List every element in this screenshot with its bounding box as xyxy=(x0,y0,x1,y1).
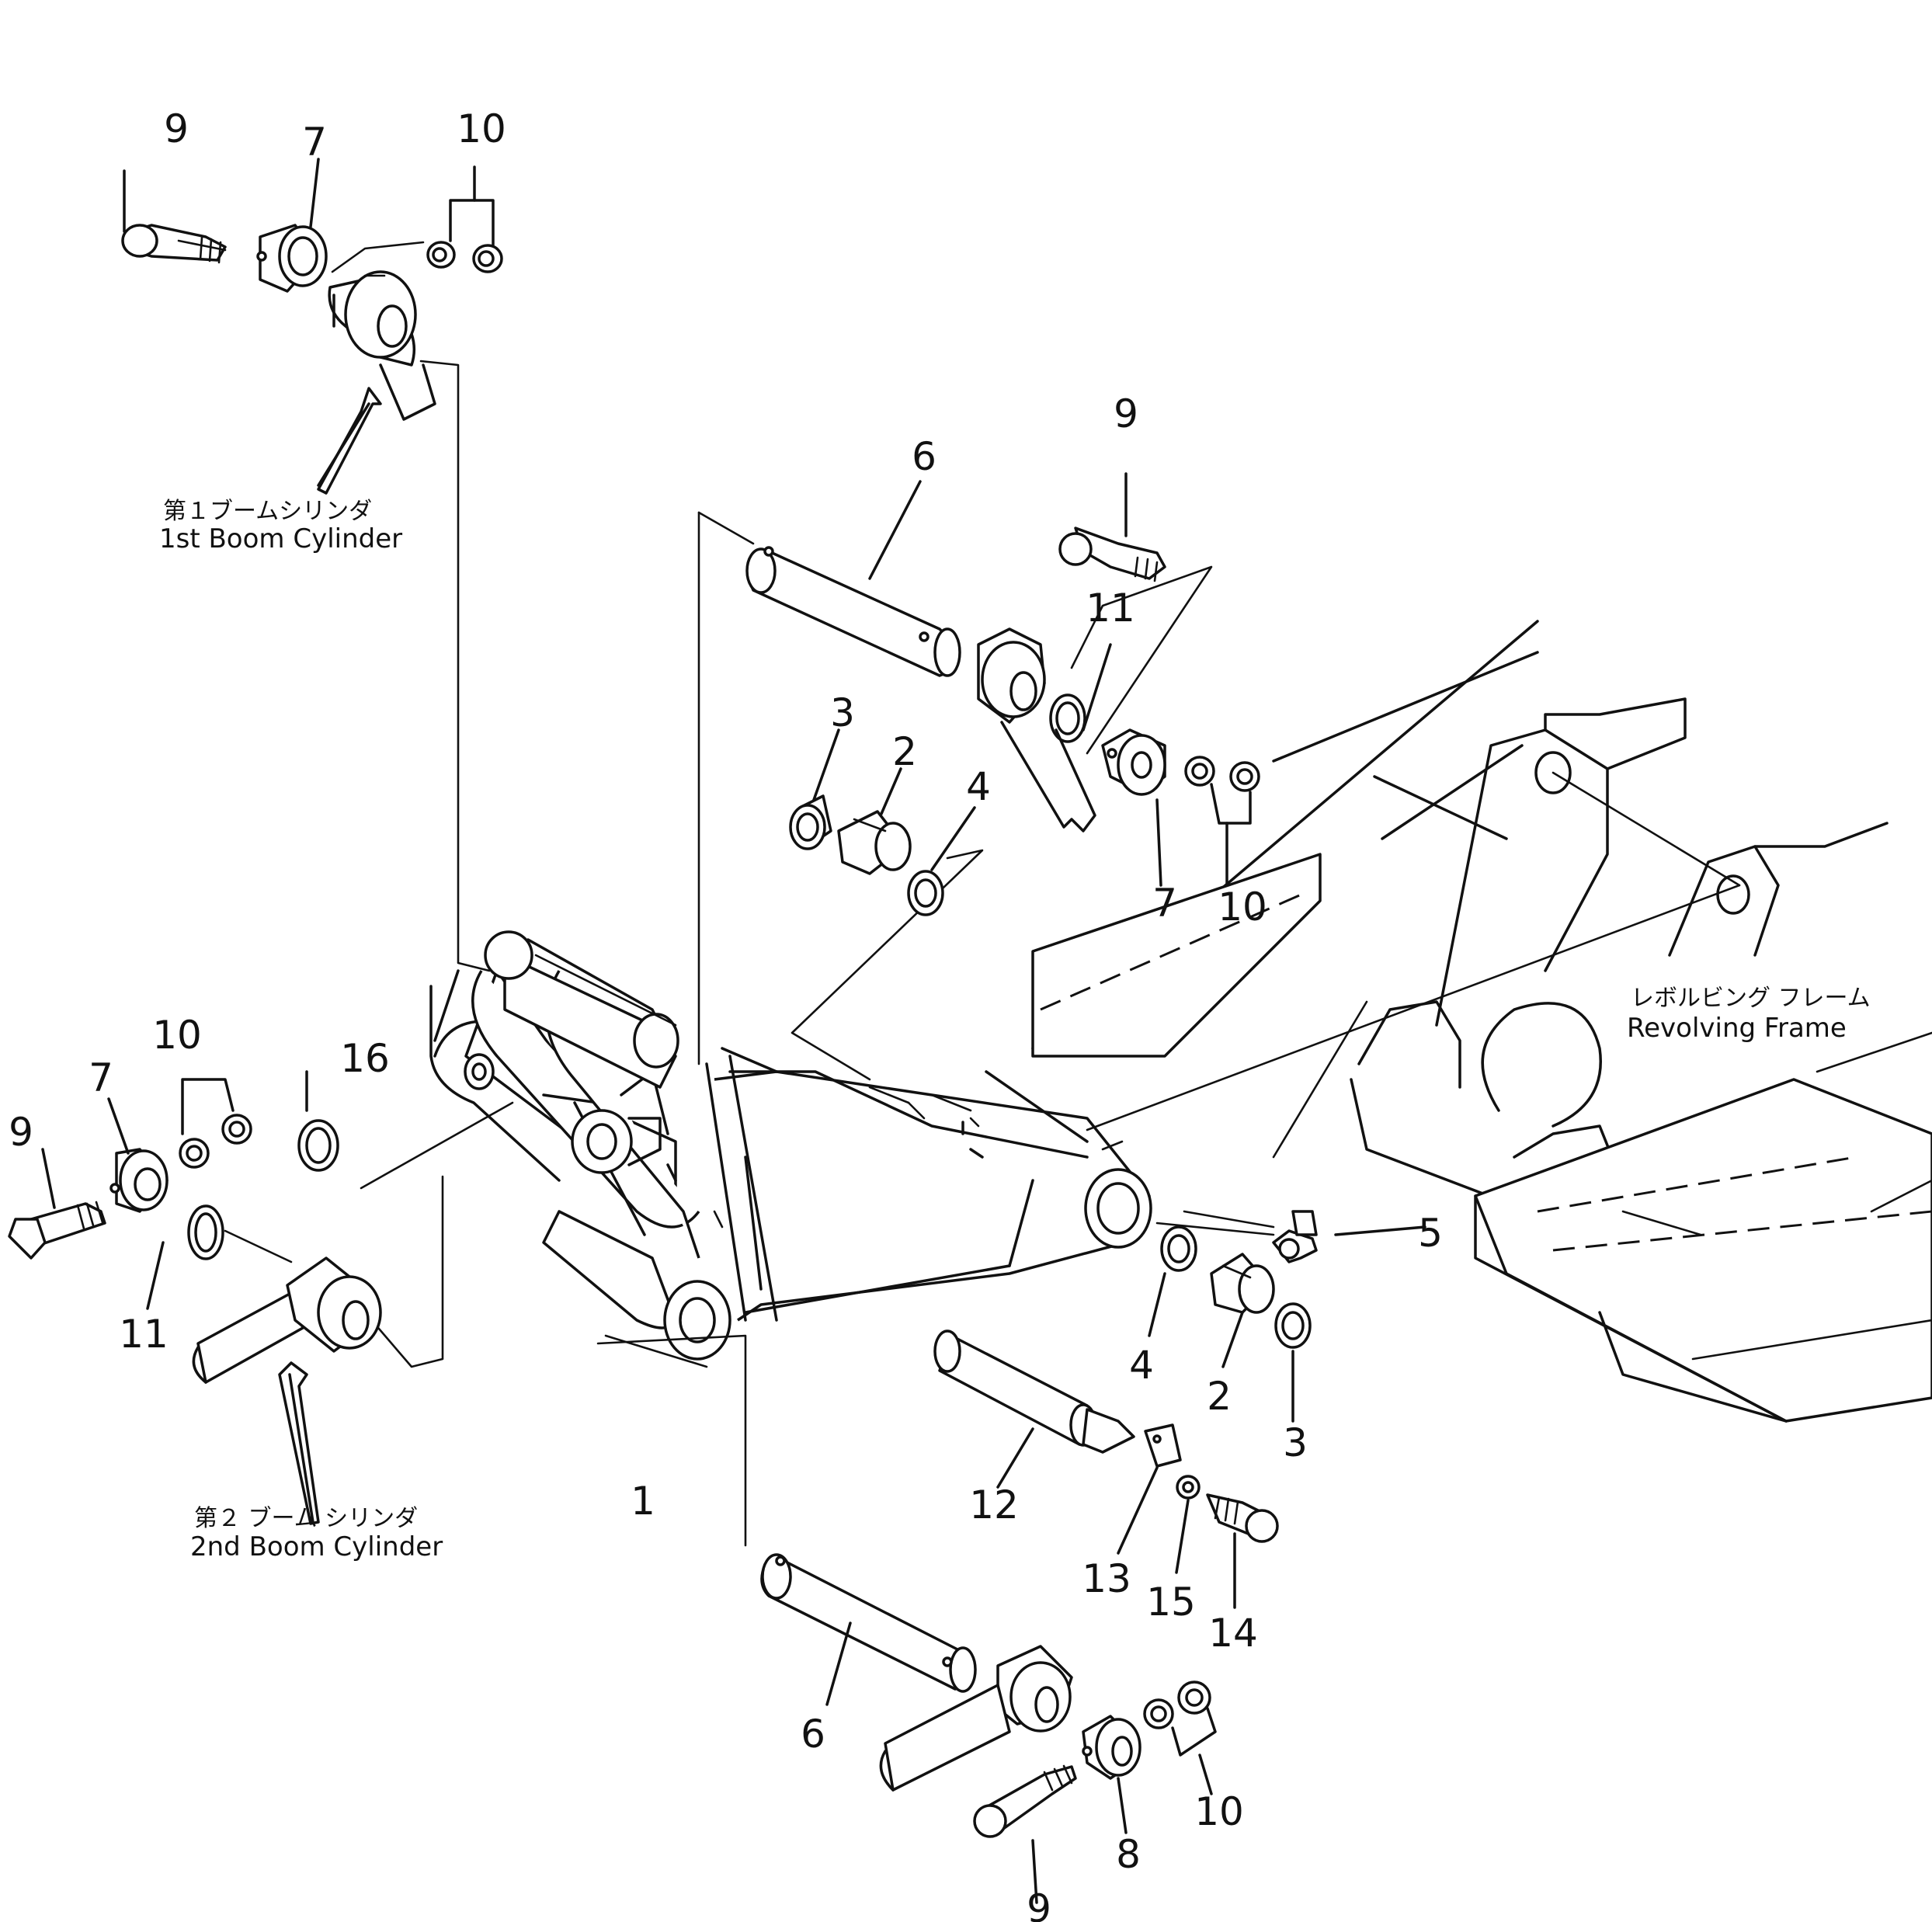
assembly-lines xyxy=(224,241,1741,1547)
callout-2: 2 xyxy=(1207,1374,1232,1419)
callout-3: 3 xyxy=(830,690,855,735)
callout-10: 10 xyxy=(457,106,506,151)
boom-bracket xyxy=(429,930,1152,1361)
callout-3: 3 xyxy=(1283,1420,1308,1465)
callout-10: 10 xyxy=(1194,1789,1244,1834)
callout-15: 15 xyxy=(1146,1580,1196,1625)
revolving-frame-label: Revolving Frame xyxy=(1627,1013,1847,1044)
revolving-frame-label-jp: レボルビング フレーム xyxy=(1631,985,1871,1012)
captions: 第１ブームシリンダ 1st Boom Cylinder 第２ ブーム シリンダ … xyxy=(159,498,1871,1562)
callout-12: 12 xyxy=(969,1482,1019,1528)
callout-4: 4 xyxy=(1129,1343,1154,1388)
first-boom-cylinder-label-jp: 第１ブームシリンダ xyxy=(163,498,372,525)
callout-5: 5 xyxy=(1418,1211,1443,1256)
callout-14: 14 xyxy=(1208,1611,1258,1656)
callout-1: 1 xyxy=(631,1479,655,1524)
bottom-group xyxy=(760,1329,1279,1904)
callout-numbers: 9 7 10 6 9 11 3 2 4 7 10 10 7 9 16 11 5 … xyxy=(9,106,1443,1922)
callout-11: 11 xyxy=(1086,586,1135,631)
callout-16: 16 xyxy=(340,1036,390,1081)
callout-11: 11 xyxy=(119,1312,169,1357)
callout-7: 7 xyxy=(302,120,327,165)
callout-10: 10 xyxy=(152,1013,202,1058)
callout-9: 9 xyxy=(1027,1886,1051,1922)
revolving-frame xyxy=(1031,620,1932,1423)
callout-10: 10 xyxy=(1218,885,1267,930)
second-cylinder-group xyxy=(8,1070,382,1525)
right-small-parts xyxy=(1148,1210,1426,1423)
callout-13: 13 xyxy=(1082,1556,1131,1601)
callout-4: 4 xyxy=(966,764,991,809)
callout-7: 7 xyxy=(89,1055,113,1100)
first-boom-cylinder-label: 1st Boom Cylinder xyxy=(159,523,402,554)
right-pin-group xyxy=(745,472,1260,916)
second-boom-cylinder-label: 2nd Boom Cylinder xyxy=(190,1531,443,1562)
callout-9: 9 xyxy=(164,106,189,151)
callout-6: 6 xyxy=(912,434,936,479)
callout-2: 2 xyxy=(892,729,917,774)
first-cylinder-group xyxy=(121,158,503,495)
callout-6: 6 xyxy=(801,1712,825,1757)
second-boom-cylinder-label-jp: 第２ ブーム シリンダ xyxy=(194,1505,418,1532)
callout-8: 8 xyxy=(1116,1832,1141,1877)
callout-7: 7 xyxy=(1152,881,1177,926)
callout-9: 9 xyxy=(1114,391,1138,436)
callout-9: 9 xyxy=(9,1110,33,1155)
